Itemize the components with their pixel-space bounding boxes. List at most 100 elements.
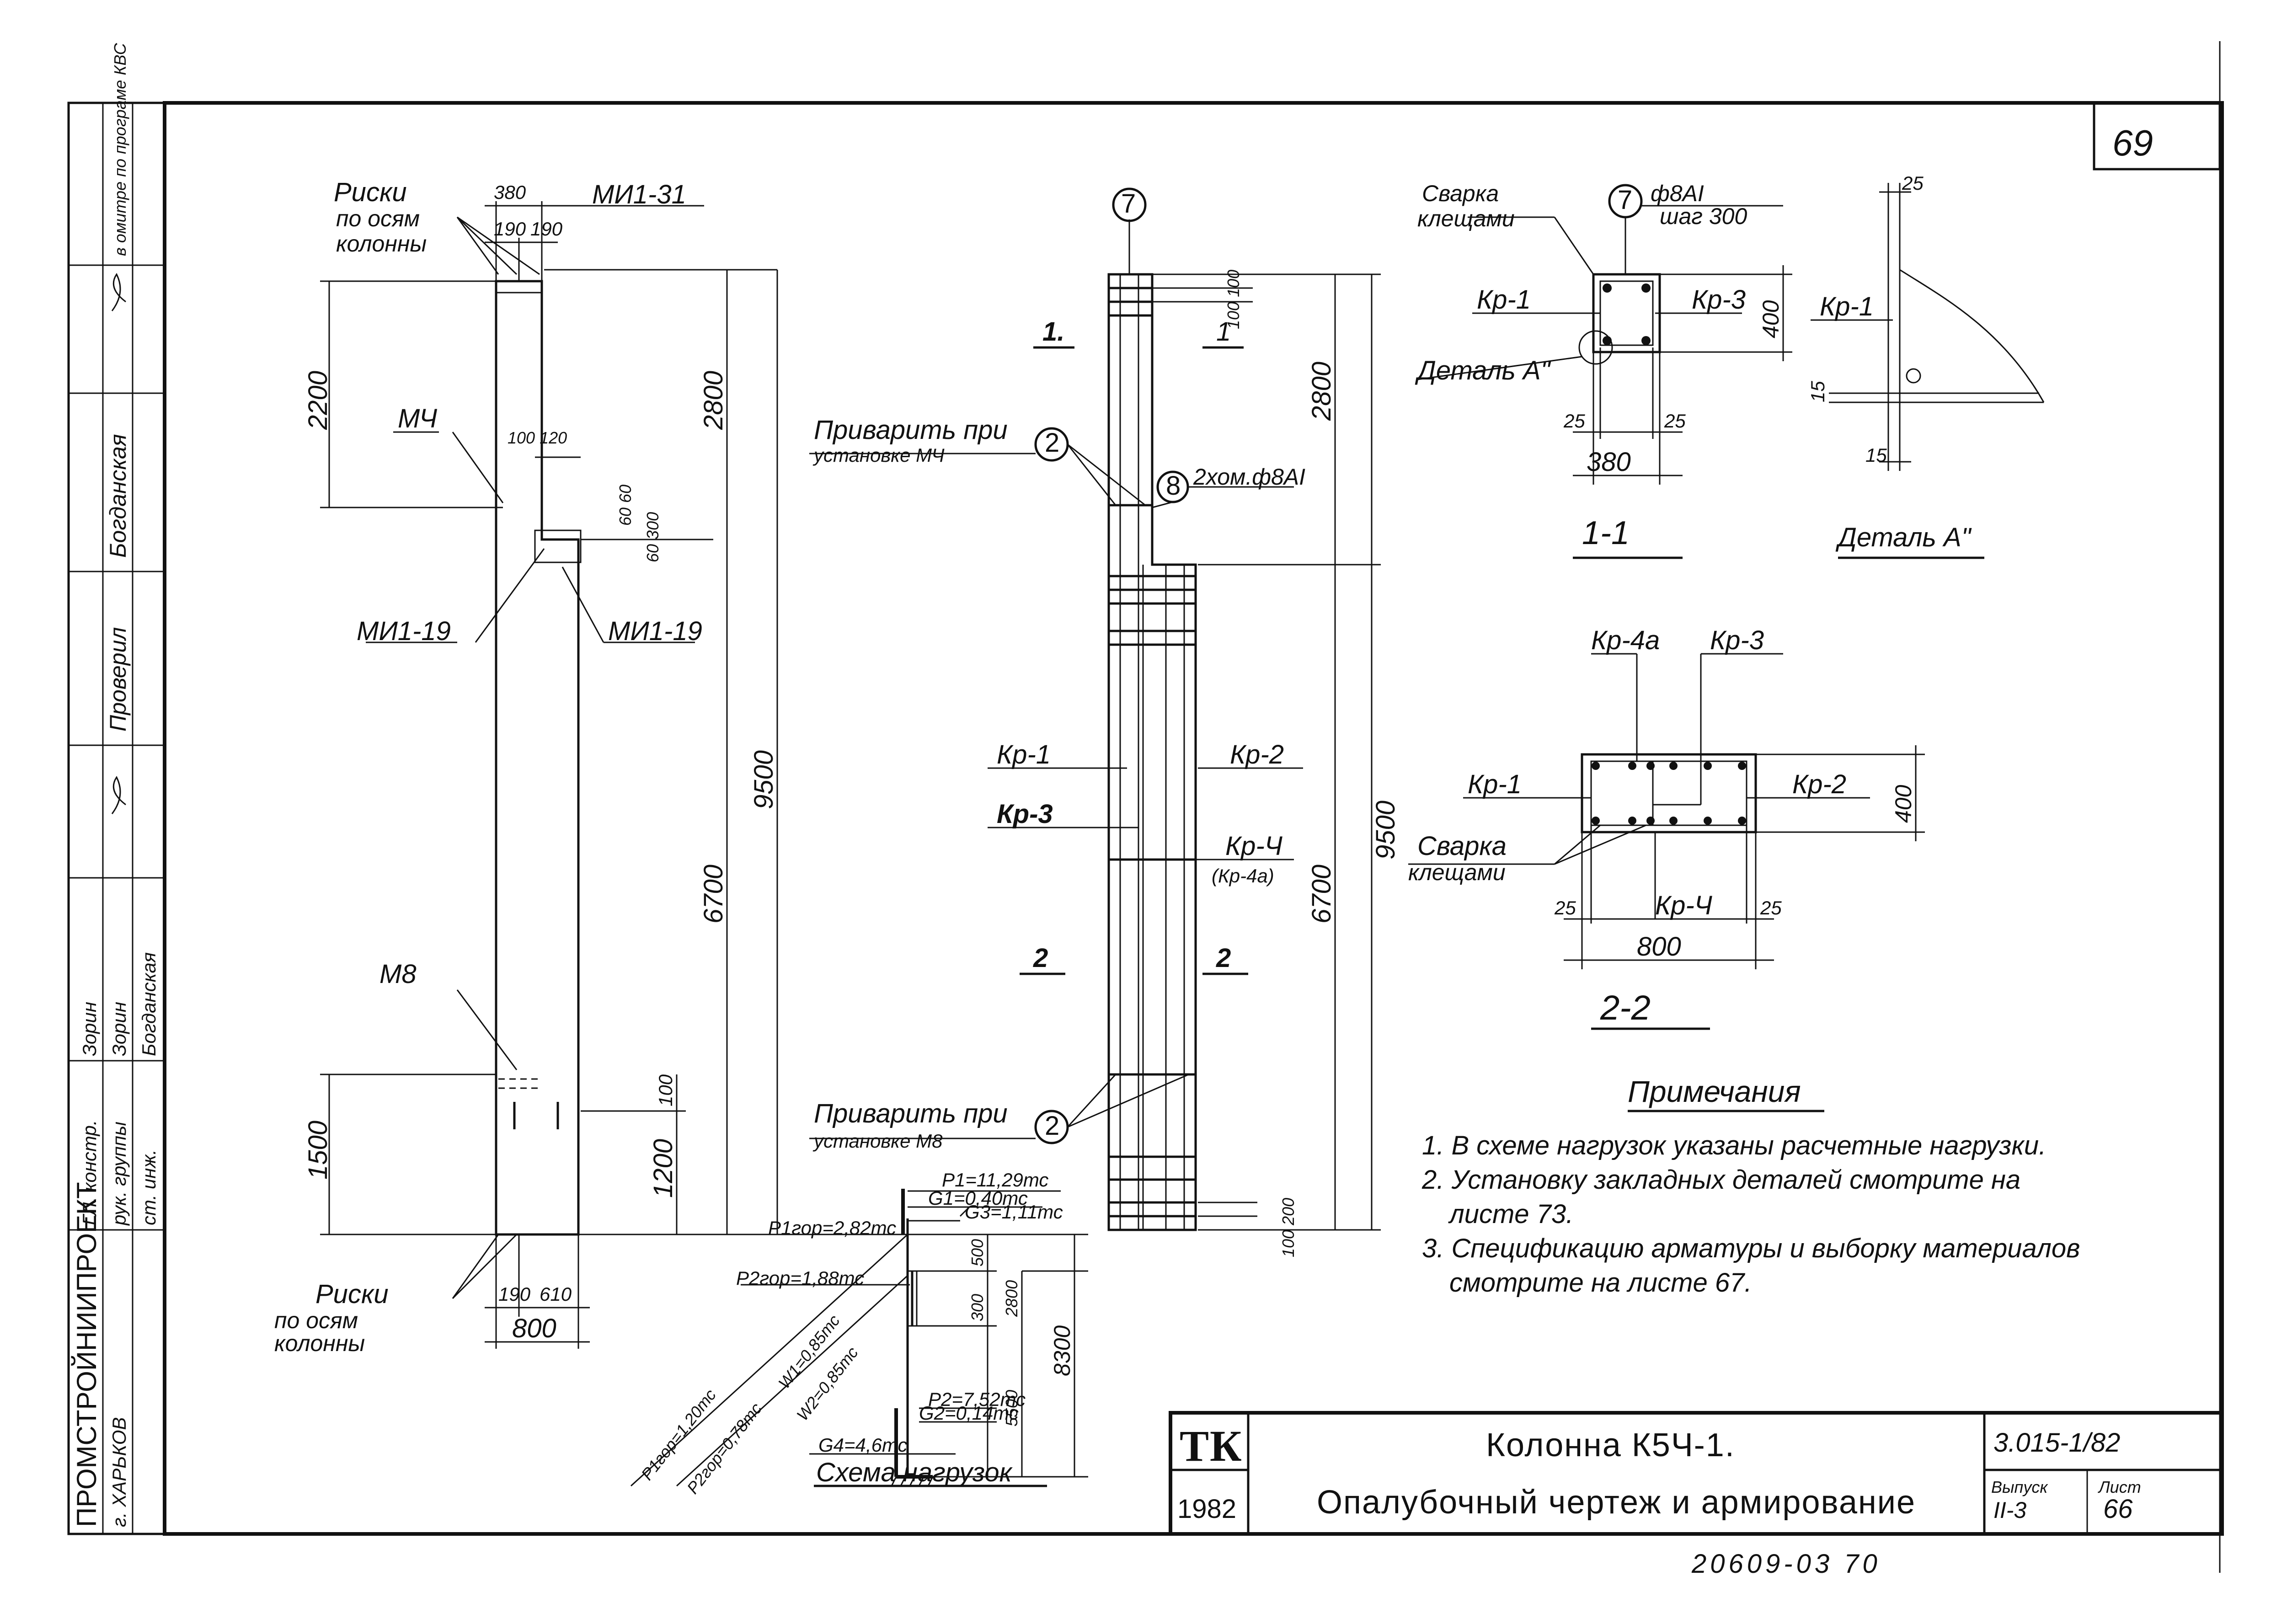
elev-label-m8: М8 — [379, 959, 417, 989]
sec22-kr3: Кр-3 — [1710, 625, 1764, 655]
elev-dim-1500: 1500 — [303, 1121, 333, 1180]
signature-mark — [111, 273, 126, 311]
rebar-kr4a: (Кр-4а) — [1212, 865, 1274, 887]
rebar-view — [809, 187, 1381, 1231]
title-name-1: Колонна К5Ч-1. — [1486, 1427, 1735, 1464]
elev-label-mi-left: МИ1-19 — [357, 616, 451, 646]
stamp-name-2: Зорин — [108, 1002, 130, 1056]
detailA-d15a: 15 — [1807, 381, 1828, 402]
elev-bottom-190: 190 — [498, 1283, 531, 1305]
elev-dim-60-300: 60 300 — [643, 512, 662, 562]
rebar-note-8: 2хом.ф8АI — [1193, 464, 1305, 490]
load-scheme — [630, 1189, 1088, 1487]
detailA-kr1: Кр-1 — [1820, 292, 1874, 321]
rebar-outline — [1107, 273, 1197, 1231]
sec22-kr4: Кр-Ч — [1655, 891, 1713, 920]
notes-item-3: 3. Спецификацию арматуры и выборку матер… — [1422, 1234, 2080, 1263]
loads-title: Схема нагрузок — [816, 1458, 1013, 1487]
rebar-axis-circle — [1112, 187, 1147, 222]
loads-p2gor: P2гор=1,88тс — [736, 1267, 864, 1289]
stamp-role-3: ст. инж. — [138, 1149, 160, 1225]
notes-title: Примечания — [1628, 1074, 1801, 1108]
loads-d2800: 2800 — [1002, 1280, 1021, 1317]
sec11-axis-number: 7 — [1618, 185, 1632, 215]
rebar-sec1-left: 1. — [1042, 317, 1064, 347]
notes-item-2: 2. Установку закладных деталей смотрите … — [1421, 1165, 2020, 1195]
title-series: 3.015-1/82 — [1993, 1428, 2120, 1458]
loads-p1gor: P1гор=2,82тс — [768, 1217, 896, 1239]
rebar-weld-top-2: установке МЧ — [812, 444, 945, 466]
loads-g4: G4=4,6тс — [818, 1434, 907, 1456]
elev-label-mi-right: МИ1-19 — [608, 616, 702, 646]
loads-g3: G3=1,11тс — [965, 1201, 1063, 1223]
sec11-d400: 400 — [1758, 300, 1784, 338]
sec11-weld-2: клещами — [1417, 206, 1515, 231]
stamp-check-label: Проверил — [105, 627, 131, 732]
title-issue-label: Выпуск — [1991, 1478, 2048, 1496]
title-year: 1982 — [1177, 1494, 1236, 1524]
side-stamp: ПРОМСТРОЙНИИПРОЕКТ г. ХАРЬКОВ ГЛ. констр… — [67, 43, 166, 1535]
stamp-role-2: рук. группы — [108, 1122, 130, 1226]
rebar-weld-bottom-2: установке М8 — [812, 1130, 943, 1152]
rebar-dim-100-200: 100 200 — [1279, 1198, 1298, 1257]
sec22-title: 2-2 — [1600, 988, 1651, 1027]
sec22-d400: 400 — [1891, 785, 1916, 823]
sec22-d25a: 25 — [1554, 897, 1576, 919]
elev-bottom-610: 610 — [540, 1283, 572, 1305]
title-logo: ТК — [1180, 1421, 1243, 1470]
title-name-2: Опалубочный чертеж и армирование — [1317, 1484, 1916, 1521]
title-list-label: Лист — [2098, 1478, 2141, 1496]
rebar-weld-top-1: Приварить при — [814, 415, 1008, 445]
elev-label-m4: МЧ — [398, 404, 438, 433]
elev-dim-60-60: 60 60 — [616, 485, 635, 526]
sec22-weld-1: Сварка — [1417, 831, 1507, 861]
loads-d300: 300 — [968, 1294, 987, 1321]
elev-risks-top-3: колонны — [336, 231, 427, 256]
elev-dim-100: 100 — [655, 1074, 676, 1106]
elev-dim-6700: 6700 — [699, 865, 728, 924]
sec11-detail: Деталь А" — [1415, 356, 1551, 385]
sec22-d25b: 25 — [1760, 897, 1782, 919]
column-outline — [495, 280, 580, 1236]
elev-dim-2800: 2800 — [699, 371, 728, 430]
sec11-kr1: Кр-1 — [1477, 285, 1531, 315]
rebar-kr2: Кр-2 — [1230, 740, 1284, 769]
rebar-sec1-right: 1 — [1216, 317, 1231, 347]
loads-d500: 500 — [968, 1239, 987, 1266]
elev-top-half-b: 190 — [530, 218, 563, 240]
elevation-view — [320, 201, 778, 1349]
section-2-2 — [1408, 653, 1925, 1030]
loads-d8300: 8300 — [1049, 1325, 1075, 1376]
stamp-check-name: Богданская — [105, 434, 131, 558]
title-issue: II-3 — [1993, 1497, 2026, 1523]
elev-risks-bottom-1: Риски — [315, 1279, 389, 1309]
elev-risks-bottom-3: колонны — [274, 1330, 365, 1356]
sec11-d25b: 25 — [1664, 410, 1686, 432]
stamp-name-1: Зорин — [79, 1002, 100, 1056]
detailA-title: Деталь А" — [1835, 523, 1972, 552]
rebar-sec2-right: 2 — [1216, 943, 1231, 973]
stamp-role-1: ГЛ. констр. — [79, 1120, 100, 1225]
sec22-kr1: Кр-1 — [1468, 769, 1522, 799]
elev-dim-1200: 1200 — [648, 1139, 678, 1198]
rebar-kr4: Кр-Ч — [1225, 831, 1283, 861]
sec11-title: 1-1 — [1582, 515, 1630, 551]
stamp-top-note: в омитре по програме КВС — [111, 43, 129, 256]
sec11-kr3: Кр-3 — [1692, 285, 1746, 315]
rebar-dim-100-100: 100 100 — [1224, 270, 1243, 329]
elev-dim-9500: 9500 — [749, 750, 779, 809]
sec11-weld-1: Сварка — [1422, 181, 1499, 206]
sec11-d380: 380 — [1587, 447, 1631, 477]
elev-risks-top-1: Риски — [334, 177, 407, 207]
elev-risks-bottom-2: по осям — [274, 1308, 358, 1333]
rebar-dim-2800: 2800 — [1307, 362, 1336, 421]
rebar-sec2-left: 2 — [1033, 943, 1048, 973]
elev-bottom-800: 800 — [512, 1314, 556, 1343]
notes-item-2b: листе 73. — [1448, 1199, 1573, 1229]
sec22-weld-2: клещами — [1408, 860, 1506, 885]
sec22-outline — [1581, 753, 1757, 833]
sheet-number: 69 — [2112, 123, 2153, 163]
elev-mark-top: МИ1-31 — [592, 180, 686, 209]
rebar-kr1: Кр-1 — [997, 740, 1051, 769]
detailA-d25: 25 — [1902, 172, 1924, 194]
